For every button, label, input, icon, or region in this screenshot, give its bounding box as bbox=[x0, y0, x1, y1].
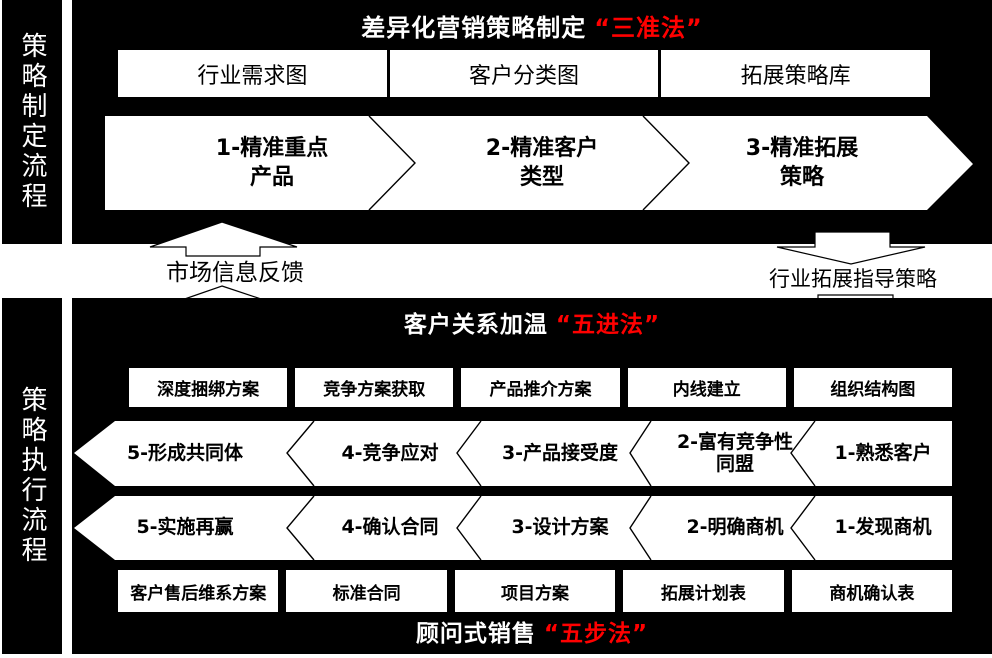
selling-arrow-left-icon bbox=[74, 495, 952, 561]
chevron-separator-icon bbox=[286, 495, 315, 561]
sidebar-strategy-design-label: 策略制定流程 bbox=[17, 32, 47, 212]
warming-step-3: 3-产品接受度 bbox=[501, 441, 619, 464]
sidebar-strategy-execution-label: 策略执行流程 bbox=[17, 386, 47, 566]
industry-guidance-label: 行业拓展指导策略 bbox=[769, 267, 937, 291]
box-product-promotion-plan: 产品推介方案 bbox=[461, 368, 620, 407]
consultative-selling-title-text: 顾问式销售 bbox=[415, 621, 536, 647]
chevron-separator-icon bbox=[629, 495, 652, 561]
deliverable-box-row: 客户售后维系方案 标准合同 项目方案 拓展计划表 商机确认表 bbox=[118, 570, 953, 612]
warming-step-1: 1-熟悉客户 bbox=[834, 441, 932, 464]
process-arrow-right-icon bbox=[105, 115, 973, 211]
strategy-execution-panel: 客户关系加温 “五进法” 深度捆绑方案 竞争方案获取 产品推介方案 内线建立 组织… bbox=[72, 298, 992, 654]
chevron-separator-icon bbox=[642, 115, 690, 211]
strategy-design-panel: 差异化营销策略制定“三准法” 行业需求图 客户分类图 拓展策略库 1-精准重点 … bbox=[72, 0, 992, 244]
design-tool-box-row: 行业需求图 客户分类图 拓展策略库 bbox=[118, 50, 931, 97]
chevron-separator-icon bbox=[368, 115, 416, 211]
sidebar-strategy-design: 策略制定流程 bbox=[2, 0, 62, 244]
design-step-3: 3-精准拓展 策略 bbox=[745, 136, 859, 190]
box-aftersales-retention-plan: 客户售后维系方案 bbox=[118, 570, 279, 612]
consultative-selling-title: 顾问式销售 “五步法” bbox=[72, 614, 992, 648]
box-insider-building: 内线建立 bbox=[627, 368, 786, 407]
box-project-plan: 项目方案 bbox=[454, 570, 616, 612]
customer-warming-title: 客户关系加温 “五进法” bbox=[72, 305, 992, 339]
selling-step-2: 2-明确商机 bbox=[686, 516, 784, 539]
design-step-2: 2-精准客户 类型 bbox=[485, 136, 599, 190]
market-feedback-label: 市场信息反馈 bbox=[166, 260, 304, 286]
strategy-design-title-text: 差异化营销策略制定 bbox=[361, 14, 587, 42]
chevron-separator-icon bbox=[629, 420, 652, 487]
sidebar-strategy-execution: 策略执行流程 bbox=[2, 298, 62, 654]
warming-step-2: 2-富有竞争性 同盟 bbox=[676, 430, 794, 475]
box-expansion-plan-table: 拓展计划表 bbox=[623, 570, 784, 612]
box-standard-contract: 标准合同 bbox=[286, 570, 447, 612]
warming-arrow-left-icon bbox=[74, 420, 952, 487]
box-opportunity-confirmation-table: 商机确认表 bbox=[791, 570, 953, 612]
design-step-1: 1-精准重点 产品 bbox=[215, 136, 329, 190]
selling-step-3: 3-设计方案 bbox=[511, 516, 609, 539]
chevron-separator-icon bbox=[790, 420, 816, 487]
selling-step-4: 4-确认合同 bbox=[341, 516, 439, 539]
tool-box-industry-demand-map: 行业需求图 bbox=[118, 50, 387, 97]
warming-step-4: 4-竞争应对 bbox=[341, 441, 439, 464]
chevron-separator-icon bbox=[456, 495, 482, 561]
chevron-separator-icon bbox=[456, 420, 482, 487]
tool-box-expansion-strategy-library: 拓展策略库 bbox=[661, 50, 931, 97]
chevron-separator-icon bbox=[790, 495, 816, 561]
warming-box-row: 深度捆绑方案 竞争方案获取 产品推介方案 内线建立 组织结构图 bbox=[129, 368, 953, 407]
strategy-design-title-highlight: “三准法” bbox=[594, 14, 703, 42]
guidance-down-arrow-icon bbox=[776, 231, 926, 265]
warming-step-5: 5-形成共同体 bbox=[126, 441, 244, 464]
box-deep-binding-plan: 深度捆绑方案 bbox=[129, 368, 288, 407]
consultative-selling-title-highlight: “五步法” bbox=[543, 621, 649, 647]
selling-step-5: 5-实施再赢 bbox=[136, 516, 234, 539]
strategy-design-title: 差异化营销策略制定“三准法” bbox=[72, 8, 992, 43]
chevron-separator-icon bbox=[286, 420, 315, 487]
tool-box-customer-classification-map: 客户分类图 bbox=[389, 50, 659, 97]
selling-step-1: 1-发现商机 bbox=[834, 516, 932, 539]
feedback-up-arrow-icon bbox=[149, 221, 298, 257]
box-competitor-plan-acquisition: 竞争方案获取 bbox=[295, 368, 454, 407]
box-org-structure-map: 组织结构图 bbox=[793, 368, 953, 407]
customer-warming-title-highlight: “五进法” bbox=[555, 312, 661, 338]
customer-warming-title-text: 客户关系加温 bbox=[403, 312, 548, 338]
